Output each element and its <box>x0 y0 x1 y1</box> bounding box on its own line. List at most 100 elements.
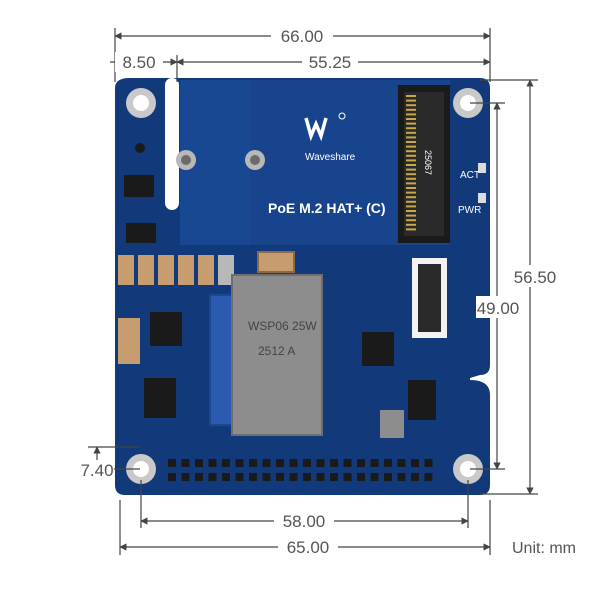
gpio-pin <box>384 473 392 481</box>
gpio-pin <box>168 473 176 481</box>
gpio-pin <box>289 459 298 467</box>
gpio-pin <box>330 473 338 481</box>
gpio-pin <box>262 473 271 481</box>
led-pwr <box>478 193 486 203</box>
gpio-pin <box>222 473 230 481</box>
m2-contact <box>406 205 416 208</box>
pcb-board: 25067 Waveshare PoE M.2 HAT+ (C) ACT PWR <box>115 78 490 495</box>
m2-contact <box>406 196 416 199</box>
m2-contact <box>406 127 416 130</box>
gpio-pin <box>276 459 284 467</box>
gpio-pin <box>357 459 365 467</box>
m2-contact <box>406 104 416 107</box>
m2-contact <box>406 150 416 153</box>
dim-bottom-width: 65.00 <box>287 538 330 557</box>
m2-contact <box>406 173 416 176</box>
gpio-pin <box>303 473 311 481</box>
dim-mhole-span: 55.25 <box>309 53 352 72</box>
gpio-pin <box>330 459 338 467</box>
dim-right-height: 56.50 <box>514 268 557 287</box>
cap-big-left <box>118 318 140 364</box>
gpio-pin <box>303 459 311 467</box>
gpio-pin <box>195 473 203 481</box>
led-act <box>478 163 486 173</box>
gpio-pin <box>343 473 352 481</box>
inductor <box>380 410 404 438</box>
dim-left-small: 7.40 <box>80 461 113 480</box>
m2-contact <box>406 145 416 148</box>
m2-contact <box>406 95 416 97</box>
led-act-label: ACT <box>460 170 480 181</box>
transformer-line1: WSP06 25W <box>248 319 317 333</box>
gpio-pin <box>370 473 379 481</box>
m2-contact <box>406 223 416 226</box>
m2-contact <box>406 164 416 166</box>
fpc-connector <box>412 258 447 338</box>
m2-contact <box>406 228 416 231</box>
poe-transformer: WSP06 25W 2512 A <box>209 274 323 436</box>
m2-contact <box>406 214 416 217</box>
waveshare-logo-icon <box>304 112 346 142</box>
gpio-pin <box>208 459 217 467</box>
gpio-pin <box>168 459 176 467</box>
dim-top-width: 66.00 <box>281 27 324 46</box>
gpio-pin <box>316 459 325 467</box>
gpio-pin <box>357 473 365 481</box>
gpio-pin <box>384 459 392 467</box>
capacitor-row <box>118 251 295 285</box>
mounting-hole-top-left <box>126 88 156 118</box>
m2-standoff-right <box>245 150 265 170</box>
unit-label: Unit: mm <box>512 540 576 557</box>
mounting-hole-top-right <box>453 88 483 118</box>
m2-contact <box>406 136 416 139</box>
dim-left-offset: 8.50 <box>122 53 155 72</box>
gpio-pin <box>235 473 244 481</box>
m2-contact <box>406 187 416 189</box>
gpio-pin <box>411 473 419 481</box>
mounting-hole-bottom-right <box>453 454 483 484</box>
m2-contact <box>406 131 416 134</box>
gpio-pin <box>262 459 271 467</box>
m2-contact <box>406 108 416 111</box>
dim-inner-height: 49.00 <box>477 299 520 318</box>
m2-contact <box>406 191 416 194</box>
gpio-pin <box>195 459 203 467</box>
gpio-pin <box>208 473 217 481</box>
ic-right <box>362 332 394 366</box>
gpio-header <box>168 459 433 481</box>
gpio-pin <box>181 459 190 467</box>
board-slot <box>165 78 179 210</box>
gpio-pin <box>222 459 230 467</box>
chip-mid-left <box>126 223 156 243</box>
chip-lower-left <box>144 378 176 418</box>
m2-contact <box>406 159 416 162</box>
gpio-pin <box>397 459 406 467</box>
brand-label: Waveshare <box>305 152 356 163</box>
mosfet-right <box>408 380 436 420</box>
m2-standoff-left <box>176 150 196 170</box>
gpio-pin <box>181 473 190 481</box>
m2-contact <box>406 200 416 203</box>
m2-part-label: 25067 <box>423 150 433 175</box>
chip-top-left <box>124 175 154 197</box>
m2-contact <box>406 154 416 157</box>
gpio-pin <box>276 473 284 481</box>
gpio-pin <box>249 473 257 481</box>
m2-contact <box>406 118 416 120</box>
gpio-pin <box>424 459 433 467</box>
gpio-pin <box>249 459 257 467</box>
dimension-labels: 66.00 8.50 55.25 56.50 49.00 7.40 58.00 … <box>78 26 576 557</box>
m2-contact <box>406 99 416 102</box>
m2-contact <box>406 113 416 116</box>
mounting-hole-bottom-left <box>126 454 156 484</box>
ic-left <box>150 312 182 346</box>
m2-contact <box>406 141 416 143</box>
gpio-pin <box>343 459 352 467</box>
m2-contact <box>406 219 416 222</box>
gpio-pin <box>370 459 379 467</box>
transformer-line2: 2512 A <box>258 344 295 358</box>
m2-connector: 25067 <box>398 85 450 243</box>
gpio-pin <box>316 473 325 481</box>
m2-contact <box>406 168 416 171</box>
